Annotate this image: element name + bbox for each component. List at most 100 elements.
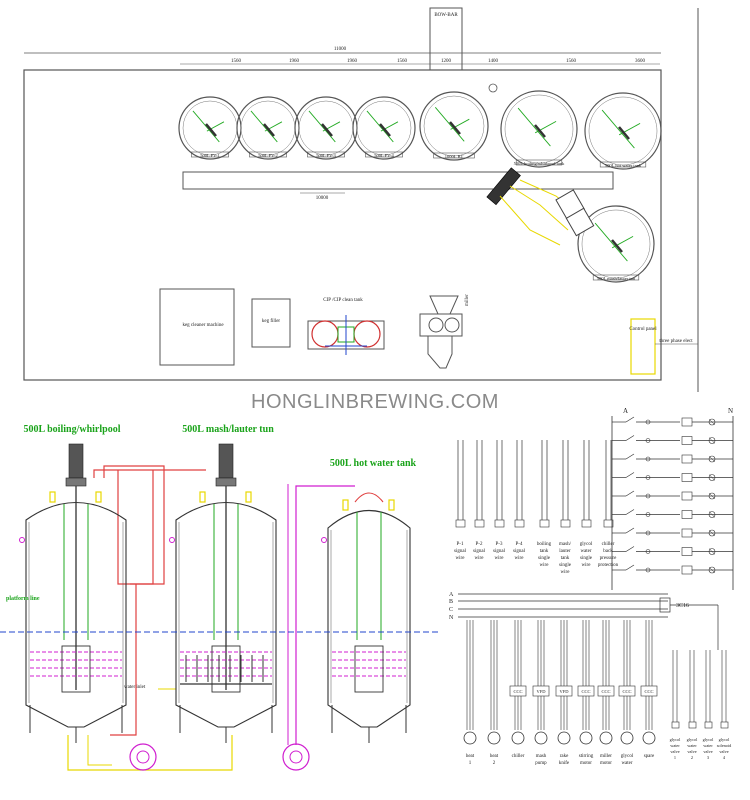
- control-panel: [630, 318, 656, 375]
- segment-label: 1560: [397, 59, 408, 64]
- signal-label: back: [603, 549, 613, 554]
- control-panel-label: Control panel: [629, 327, 657, 332]
- fp-tank: 500L FV-2: [236, 96, 300, 160]
- platform-line-label: platform line: [6, 596, 40, 602]
- signal-label: lauter: [559, 549, 571, 554]
- transfer-pipe-red-2: [103, 465, 165, 585]
- fp-tank: 500L FV-1: [178, 96, 242, 160]
- fp-tank-label: 500L hot water tank: [605, 163, 642, 168]
- signal-label: single: [580, 556, 593, 561]
- signal-label: P-3: [496, 542, 503, 547]
- valve-label: 3: [707, 755, 709, 760]
- fp-tank: 500L mash/lauter tun: [577, 205, 655, 283]
- vfd-label: VFD: [536, 689, 546, 694]
- platform-label: 10000: [316, 196, 329, 201]
- glycol-line-a: [509, 185, 569, 231]
- motor-label: motor: [580, 761, 592, 766]
- valve-label: 2: [691, 755, 693, 760]
- water-inlet-label: water inlet: [124, 685, 146, 690]
- wort-pump-circle: [129, 743, 157, 771]
- fp-tank-label: 1000L BT: [445, 154, 464, 159]
- hot-water-pump-circle: [282, 743, 310, 771]
- tank1-title: 500L boiling/whirlpool: [24, 424, 121, 435]
- motor-label: glycol: [621, 754, 634, 759]
- brewing-platform: [182, 171, 614, 190]
- signal-label: signal: [493, 549, 506, 554]
- motor-label: mash: [536, 754, 547, 759]
- motor-label: knife: [559, 761, 570, 766]
- phase-label: N: [449, 615, 454, 621]
- cip-label: CIP /CIP clean tank: [323, 298, 363, 303]
- fp-tank-label: 500L mash/lauter tun: [597, 276, 636, 281]
- signal-label: wire: [582, 563, 592, 568]
- grain-mill: [419, 295, 463, 369]
- valve-label: valve: [670, 749, 679, 754]
- valve-label: valve: [687, 749, 696, 754]
- signal-label: signal: [513, 549, 526, 554]
- motor-label: heat: [466, 754, 475, 759]
- watermark: HONGLINBREWING.COM: [251, 391, 499, 413]
- signal-label: P-2: [476, 542, 483, 547]
- motor-label: miller: [600, 754, 612, 759]
- floor-plan-tanks: 500L FV-1 500L FV-2 500L FV-3 500L FV-4 1000…: [178, 90, 662, 283]
- brew-vessel: [321, 492, 411, 743]
- segment-label: 1200: [441, 59, 452, 64]
- fp-tank-label: 500L FV-4: [374, 153, 394, 158]
- yellow-drain: [87, 735, 112, 766]
- fp-tank: 500L hot water tank: [584, 92, 662, 170]
- signal-label: single: [538, 556, 551, 561]
- signal-label: mash/: [559, 542, 572, 547]
- signal-wires: P-1signalwireP-2signalwireP-3signalwireP…: [454, 440, 619, 575]
- glycol-line-c: [499, 195, 561, 246]
- valve-label: solenoid: [717, 743, 732, 748]
- signal-label: water: [580, 549, 591, 554]
- fp-tank: 500L FV-3: [294, 96, 358, 160]
- valve-label: water: [687, 743, 697, 748]
- motor-label: stirring: [579, 754, 594, 759]
- signal-label: wire: [456, 556, 466, 561]
- control-ladder: [612, 416, 733, 575]
- transfer-pipe-red: [93, 469, 206, 585]
- signal-label: wire: [495, 556, 505, 561]
- signal-label: tank: [540, 549, 549, 554]
- power-label: three phase elect: [659, 339, 693, 344]
- yellow-bottom-line: [67, 735, 233, 771]
- brew-vessel: [19, 443, 127, 743]
- valve-label: water: [703, 743, 713, 748]
- signal-label: wire: [561, 570, 571, 575]
- signal-label: glycol: [580, 542, 593, 547]
- drain-symbol: [488, 83, 498, 93]
- signal-label: single: [559, 563, 572, 568]
- valve-label: water: [670, 743, 680, 748]
- motor-loads: heat1heat2CCCchillerVFDmashpumpVFDrakekn…: [463, 620, 658, 766]
- keg-filler: [251, 298, 291, 348]
- fp-tank-label: 500L FV-2: [258, 153, 278, 158]
- fp-tank: 500L boiling/whirlpool tank: [500, 90, 578, 168]
- fp-tank-label: 500L boiling/whirlpool tank: [514, 161, 566, 166]
- signal-label: pressure: [600, 556, 617, 561]
- valve-label: 1: [674, 755, 676, 760]
- motor-label: pump: [535, 761, 547, 766]
- signal-label: signal: [454, 549, 467, 554]
- hot-water-pump-impeller: [289, 750, 303, 764]
- fp-tank-label: 500L FV-3: [316, 153, 336, 158]
- motor-label: 2: [493, 761, 496, 766]
- motor-label: water: [621, 761, 632, 766]
- segment-label: 1960: [347, 59, 358, 64]
- brew-vessel: [169, 443, 277, 743]
- brewhouse-tanks: [19, 443, 411, 743]
- chimney-label: BOW-BAR: [434, 13, 458, 18]
- hot-water-pipe: [295, 485, 355, 745]
- hot-water-pump: [565, 207, 595, 237]
- signal-label: wire: [540, 563, 550, 568]
- tank2-title: 500L mash/lauter tun: [182, 424, 274, 435]
- vfd-label: VFD: [559, 689, 569, 694]
- signal-label: wire: [515, 556, 525, 561]
- valve-loads: glycolwatervalve1glycolwatervalve2glycol…: [670, 650, 732, 760]
- signal-label: P-1: [457, 542, 464, 547]
- motor-label: motor: [600, 761, 612, 766]
- cip-cart: [307, 315, 385, 355]
- fp-tank-label: 500L FV-1: [200, 153, 220, 158]
